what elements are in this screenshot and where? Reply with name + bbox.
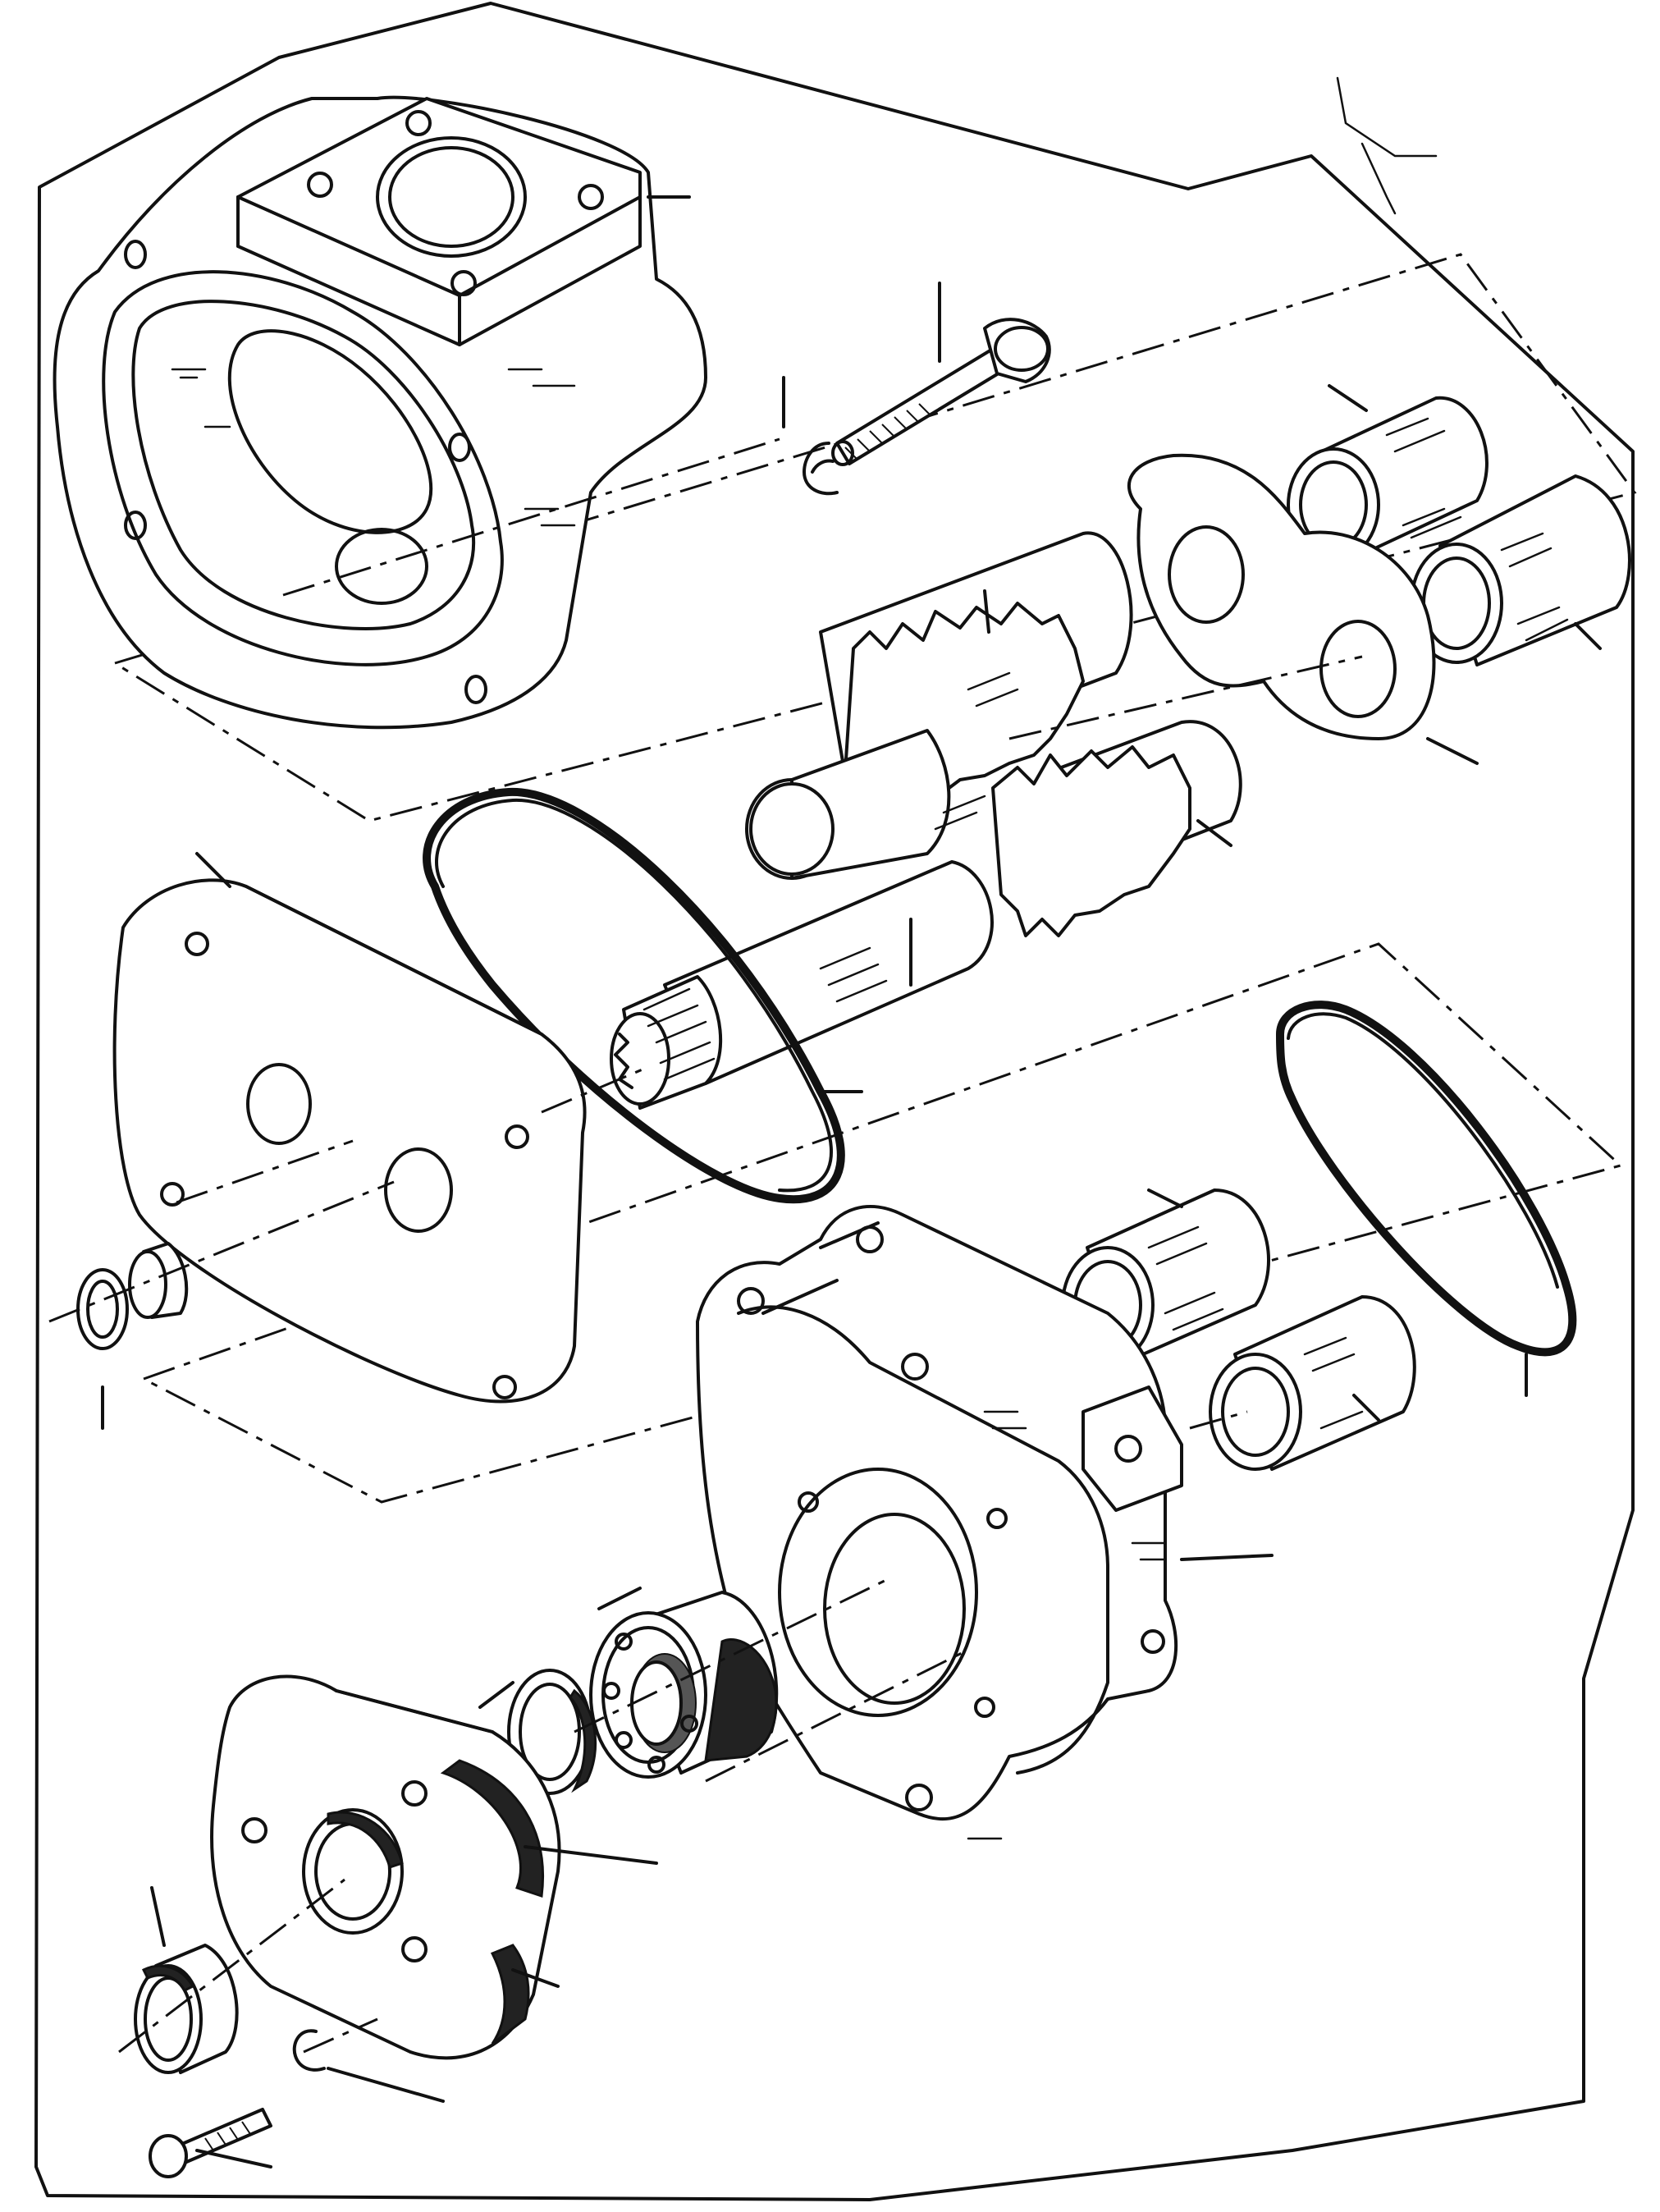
mounting-flange (210, 1674, 658, 2060)
front-housing (696, 1205, 1274, 1840)
axis-line-shaft (541, 1065, 649, 1114)
front-seal (1276, 1001, 1577, 1397)
cap-screw (149, 2108, 272, 2178)
rear-housing (53, 95, 707, 730)
breakout-mark (1336, 76, 1438, 215)
axis-line-lower-bushing (1189, 1410, 1248, 1430)
plate-plug (128, 1242, 189, 1319)
ball-bearing (589, 1587, 779, 1779)
bushing-upper-right (1410, 474, 1631, 666)
axis-line-cover (176, 1139, 354, 1204)
upper-group-boundary (112, 253, 1637, 822)
axis-line-upper (282, 437, 780, 597)
middle-group-boundary (140, 942, 1624, 1504)
plate-seal-ring (76, 1268, 129, 1430)
axis-line-plate (48, 1180, 395, 1323)
wear-plate (1127, 453, 1479, 765)
axis-line-front (705, 1648, 969, 1783)
cover-plate (112, 852, 587, 1404)
gear-body-seal (423, 787, 863, 1204)
bushing-lower-right (1209, 1295, 1416, 1471)
bolt-washer (782, 376, 839, 496)
flange-washer (292, 2029, 445, 2103)
long-bolt (831, 282, 1051, 466)
axis-line-screw (303, 2017, 378, 2054)
outline-frame (34, 2, 1635, 2201)
driven-gear (745, 531, 1133, 880)
drive-gear-shaft (610, 720, 1242, 1110)
shaft-seal (134, 1886, 239, 2074)
axis-line-flange (118, 1878, 345, 2054)
axis-line-gear (1008, 655, 1363, 740)
